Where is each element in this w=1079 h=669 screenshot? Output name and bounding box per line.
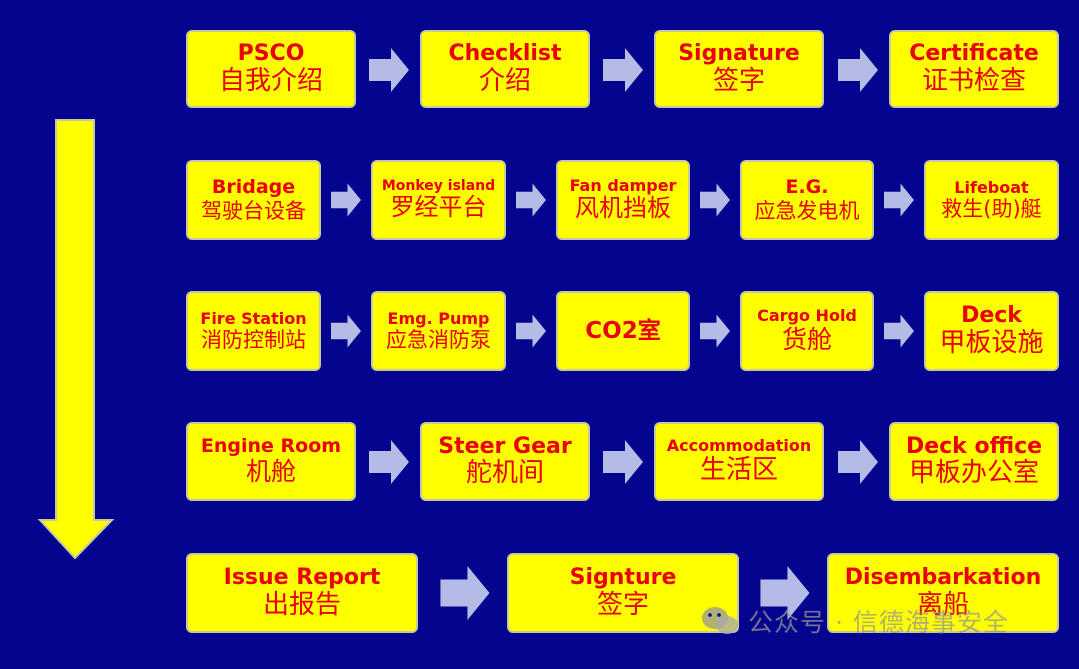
watermark: 公众号 · 信德海事安全 bbox=[700, 603, 1009, 639]
flow-arrow bbox=[331, 314, 361, 348]
box-bridge: Bridage 驾驶台设备 bbox=[186, 160, 321, 240]
box-label-zh: 生活区 bbox=[699, 454, 778, 485]
flow-arrow bbox=[369, 440, 409, 484]
box-label-zh: 货舱 bbox=[781, 324, 832, 354]
box-label-zh: 自我介绍 bbox=[218, 65, 323, 96]
box-deck: Deck 甲板设施 bbox=[924, 291, 1059, 371]
box-label-en: Fan damper bbox=[569, 176, 677, 195]
flow-arrow bbox=[516, 314, 546, 348]
box-monkey-island: Monkey island 罗经平台 bbox=[371, 160, 506, 240]
box-label-en: Signature bbox=[678, 41, 800, 67]
box-steer-gear: Steer Gear 舵机间 bbox=[420, 422, 590, 501]
box-emergency-pump: Emg. Pump 应急消防泵 bbox=[371, 291, 506, 371]
box-label-en: Certificate bbox=[909, 41, 1039, 67]
box-cargo-hold: Cargo Hold 货舱 bbox=[740, 291, 874, 371]
flow-arrow bbox=[700, 314, 730, 348]
box-signture: Signture 签字 bbox=[507, 553, 739, 633]
flow-arrow bbox=[700, 183, 730, 217]
box-label-zh: 出报告 bbox=[262, 589, 341, 620]
box-label-zh: 甲板办公室 bbox=[908, 458, 1039, 489]
box-label-zh: 机舱 bbox=[245, 457, 296, 487]
box-label-zh: 驾驶台设备 bbox=[201, 198, 306, 223]
box-label-zh: 介绍 bbox=[478, 65, 531, 96]
box-label-en: CO2室 bbox=[585, 317, 661, 344]
box-label-zh: 舵机间 bbox=[465, 458, 544, 489]
box-disembarkation: Disembarkation 离船 bbox=[827, 553, 1059, 633]
box-label-en: Engine Room bbox=[200, 435, 342, 458]
box-label-zh: 应急消防泵 bbox=[386, 328, 491, 353]
box-label-zh: 应急发电机 bbox=[754, 198, 860, 223]
box-label-en: Fire Station bbox=[200, 308, 307, 328]
flow-arrow bbox=[838, 48, 878, 92]
flow-arrow bbox=[603, 440, 643, 484]
box-label-en: Cargo Hold bbox=[757, 306, 857, 326]
box-lifeboat: Lifeboat 救生(助)艇 bbox=[924, 160, 1059, 240]
box-label-en: Checklist bbox=[448, 41, 562, 67]
box-label-zh: 风机挡板 bbox=[575, 194, 671, 223]
main-flow-arrow bbox=[37, 119, 115, 560]
box-label-en: Accommodation bbox=[666, 436, 812, 456]
box-label-en: Disembarkation bbox=[844, 565, 1042, 591]
flow-arrow bbox=[760, 566, 810, 620]
flow-arrow bbox=[884, 183, 914, 217]
box-issue-report: Issue Report 出报告 bbox=[186, 553, 418, 633]
flow-arrow bbox=[369, 48, 409, 92]
box-label-zh: 签字 bbox=[712, 65, 765, 96]
box-label-zh: 离船 bbox=[916, 589, 969, 620]
flow-arrow bbox=[884, 314, 914, 348]
box-emergency-generator: E.G. 应急发电机 bbox=[740, 160, 874, 240]
watermark-text: 公众号 · 信德海事安全 bbox=[748, 608, 1009, 637]
box-label-en: Steer Gear bbox=[438, 433, 572, 459]
flow-arrow bbox=[440, 566, 490, 620]
box-fan-damper: Fan damper 风机挡板 bbox=[556, 160, 690, 240]
box-label-en: Lifeboat bbox=[954, 177, 1029, 197]
box-label-en: E.G. bbox=[785, 176, 829, 198]
box-label-en: Monkey island bbox=[381, 178, 496, 195]
box-label-zh: 签字 bbox=[596, 589, 649, 620]
flow-arrow bbox=[603, 48, 643, 92]
box-co2-room: CO2室 bbox=[556, 291, 690, 371]
box-label-en: Issue Report bbox=[223, 565, 381, 591]
box-fire-station: Fire Station 消防控制站 bbox=[186, 291, 321, 371]
box-engine-room: Engine Room 机舱 bbox=[186, 422, 356, 501]
box-label-zh: 甲板设施 bbox=[939, 327, 1044, 358]
wechat-icon bbox=[702, 607, 738, 634]
box-signature: Signature 签字 bbox=[654, 30, 824, 108]
box-label-zh: 消防控制站 bbox=[201, 328, 306, 353]
box-deck-office: Deck office 甲板办公室 bbox=[889, 422, 1059, 501]
box-accommodation: Accommodation 生活区 bbox=[654, 422, 824, 501]
box-label-en: Deck office bbox=[905, 433, 1043, 459]
box-label-en: Bridage bbox=[211, 176, 296, 198]
box-label-zh: 救生(助)艇 bbox=[941, 197, 1042, 222]
box-label-en: Emg. Pump bbox=[387, 308, 490, 328]
box-label-zh: 罗经平台 bbox=[390, 193, 487, 222]
box-checklist: Checklist 介绍 bbox=[420, 30, 590, 108]
flow-arrow bbox=[331, 183, 361, 217]
box-label-en: PSCO bbox=[237, 41, 305, 67]
box-label-zh: 证书检查 bbox=[921, 65, 1026, 96]
box-label-en: Deck bbox=[961, 303, 1022, 329]
flow-arrow bbox=[838, 440, 878, 484]
box-psco: PSCO 自我介绍 bbox=[186, 30, 356, 108]
box-certificate: Certificate 证书检查 bbox=[889, 30, 1059, 108]
box-label-en: Signture bbox=[569, 565, 677, 591]
flow-arrow bbox=[516, 183, 546, 217]
